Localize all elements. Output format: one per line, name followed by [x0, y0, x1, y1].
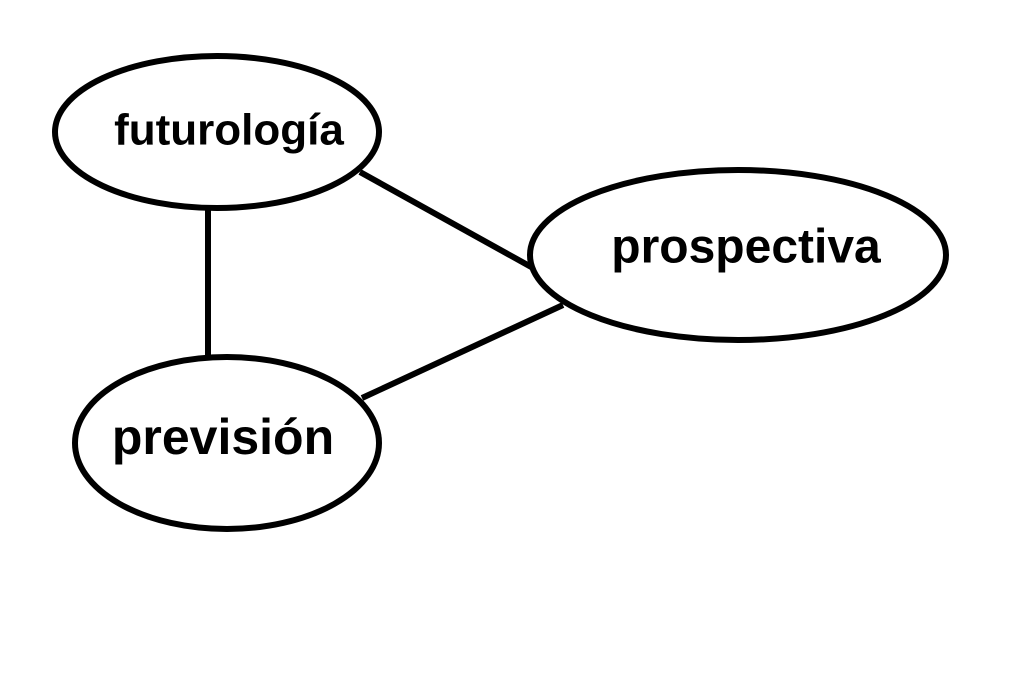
node-futurologia-ellipse	[52, 53, 382, 211]
node-prevision-ellipse	[72, 354, 382, 532]
node-prospectiva-ellipse	[527, 167, 949, 343]
node-prevision: previsión	[72, 354, 382, 532]
edge-futurologia-prospectiva	[358, 169, 535, 271]
node-prospectiva: prospectiva	[527, 167, 949, 343]
edge-prevision-prospectiva	[360, 302, 565, 401]
node-prevision-label: previsión	[112, 409, 334, 465]
node-futurologia: futurología	[52, 53, 382, 211]
node-prospectiva-label: prospectiva	[611, 221, 881, 274]
node-futurologia-label: futurología	[114, 106, 344, 155]
